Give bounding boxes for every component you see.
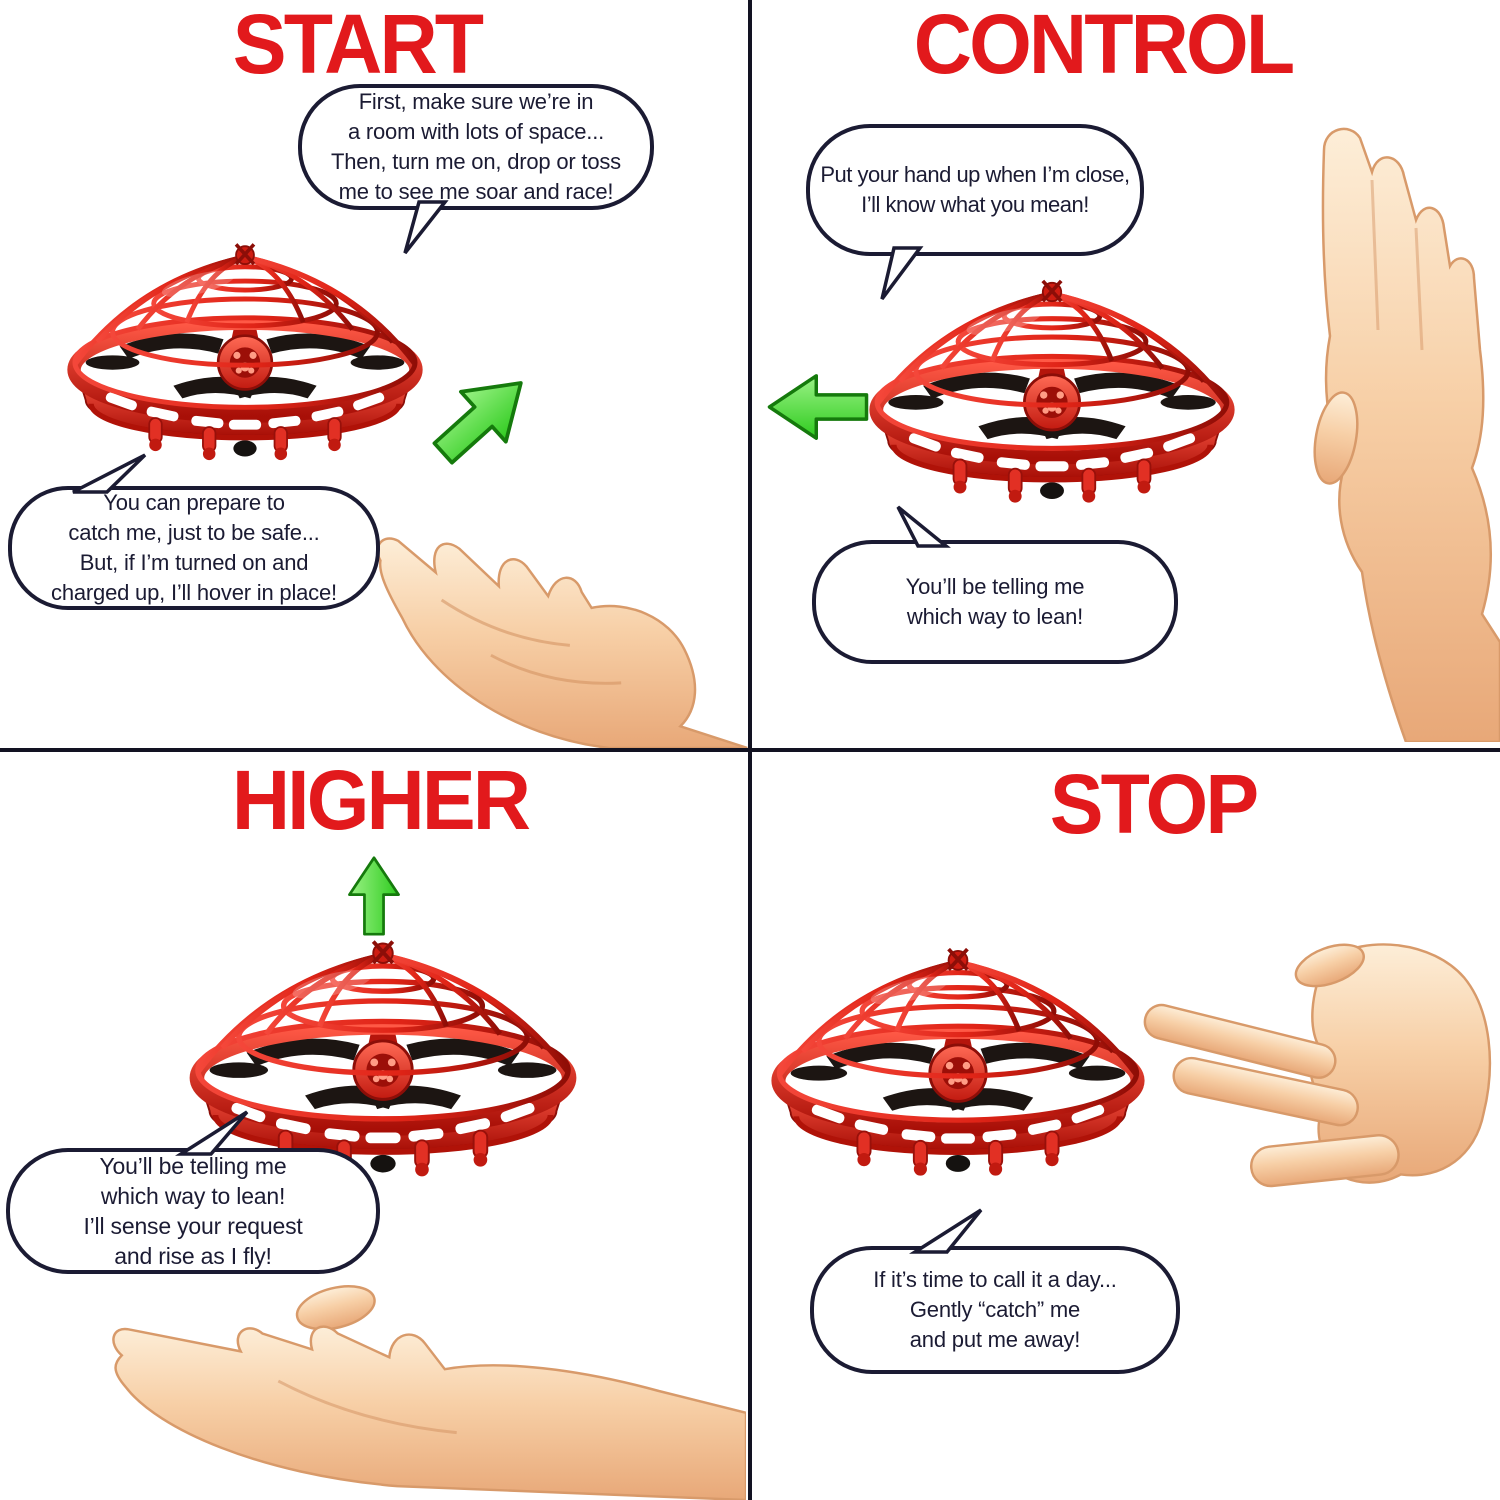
quadrant-control: CONTROL Put your hand up when I’m close,… <box>752 0 1500 748</box>
quadrant-title-start: START <box>232 0 484 91</box>
bubble-line: charged up, I’ll hover in place! <box>51 580 337 605</box>
speech-bubble: If it’s time to call it a day... Gently … <box>810 1208 1180 1374</box>
bubble-line: You’ll be telling me <box>99 1153 287 1179</box>
bubble-line: which way to lean! <box>100 1183 286 1209</box>
quadrant-stop: STOP If it’s time to call it a day... Ge… <box>752 752 1500 1500</box>
bubble-line: and put me away! <box>909 1327 1081 1352</box>
speech-bubble: Put your hand up when I’m close, I’ll kn… <box>806 124 1144 301</box>
bubble-tail <box>908 1208 983 1254</box>
bubble-line: Gently “catch” me <box>909 1297 1081 1322</box>
speech-bubble: You can prepare to catch me, just to be … <box>8 453 380 610</box>
bubble-line: If it’s time to call it a day... <box>873 1267 1117 1292</box>
grid-divider-horizontal <box>0 748 1500 752</box>
open-palm-flat-hand-illustration <box>98 1282 748 1500</box>
bubble-tail <box>896 505 951 548</box>
bubble-line: which way to lean! <box>906 604 1084 629</box>
bubble-line: Then, turn me on, drop or toss <box>331 149 621 174</box>
quadrant-title-higher: HIGHER <box>231 753 531 847</box>
bubble-tail <box>880 246 924 301</box>
bubble-line: But, if I’m turned on and <box>79 550 309 575</box>
quadrant-title-stop: STOP <box>1049 757 1259 851</box>
quadrant-start: START First, make sure we’re in a room w… <box>0 0 748 748</box>
bubble-line: a room with lots of space... <box>347 119 605 144</box>
bubble-line: Put your hand up when I’m close, <box>820 162 1130 187</box>
speech-bubble: You’ll be telling me which way to lean! … <box>6 1110 380 1274</box>
bubble-tail <box>174 1110 249 1156</box>
bubble-line: First, make sure we’re in <box>358 89 594 114</box>
bubble-line: You’ll be telling me <box>905 574 1085 599</box>
left-arrow-icon <box>766 364 870 450</box>
bubble-line: You can prepare to <box>103 490 285 515</box>
stop-palm-hand-illustration <box>1238 120 1500 742</box>
bubble-tail <box>403 200 449 255</box>
bubble-line: me to see me soar and race! <box>338 179 614 204</box>
grabbing-hand-illustration <box>1132 926 1500 1204</box>
bubble-line: I’ll know what you mean! <box>861 192 1089 217</box>
quadrant-higher: HIGHER You’ll be telling me which way to… <box>0 752 748 1500</box>
speech-bubble: You’ll be telling me which way to lean! <box>812 505 1178 664</box>
bubble-line: I’ll sense your request <box>83 1213 303 1239</box>
bubble-line: catch me, just to be safe... <box>68 520 320 545</box>
bubble-line: and rise as I fly! <box>114 1243 272 1269</box>
ufo-drone-illustration <box>66 228 424 472</box>
open-palm-catch-hand-illustration <box>372 452 748 748</box>
quadrant-title-control: CONTROL <box>913 0 1295 91</box>
bubble-tail <box>72 453 147 494</box>
ufo-drone-illustration <box>770 932 1146 1188</box>
speech-bubble: First, make sure we’re in a room with lo… <box>298 84 654 255</box>
